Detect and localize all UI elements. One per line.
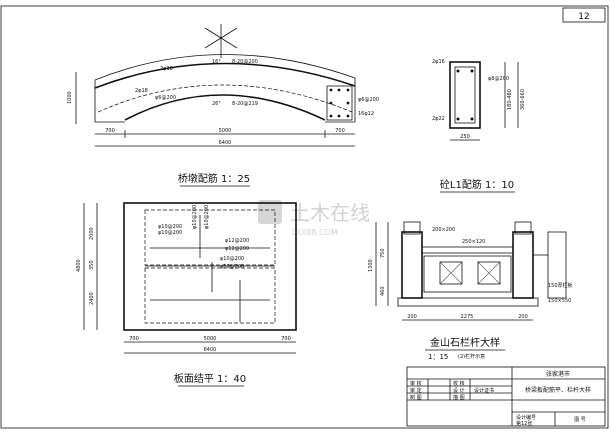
tb-row1-c: 设 计 — [453, 387, 465, 394]
arch-bottom-curve — [124, 94, 326, 121]
rail-tag-cap: 150厚栏板 — [548, 282, 573, 289]
arch-top-edge — [94, 54, 356, 81]
tb-project: 桥梁板配筋平、栏杆大样 — [525, 386, 591, 394]
slab-tag-4: φ10@200 — [192, 205, 198, 229]
rail-dim-h2: 460 — [380, 286, 386, 296]
slab-tag-7: φ10@200 — [220, 264, 244, 270]
title-block-frame — [406, 366, 606, 427]
arch-drawing: 16° 8-20@200 26° 8-20@219 2φ18 2φ18 φ6@2… — [67, 24, 379, 187]
left-pier — [94, 80, 125, 123]
rail-scale: 1：15 — [428, 353, 448, 361]
watermark-text: 土木在线 — [290, 201, 370, 225]
rail-dim-h1: 750 — [380, 248, 386, 258]
rail-dim-h: 1300 — [368, 259, 374, 272]
rail-note: (2)栏杆示意 — [458, 353, 485, 360]
beam-section — [449, 61, 481, 129]
rail-dim-w1: 200 — [407, 314, 417, 320]
beam-tag-side: φ8@200 — [488, 76, 509, 82]
arch-angle-bottom: 26° — [212, 101, 221, 107]
slab-zone-top — [144, 209, 276, 266]
arch-title: 桥墩配筋 1：25 — [178, 172, 250, 185]
slab-dim-mid: 350 — [89, 260, 95, 270]
arch-dim-height: 1000 — [67, 91, 73, 104]
slab-dim-bot: 2400 — [89, 292, 95, 305]
pier-section-box — [326, 85, 353, 121]
beam-drawing: 2φ16 φ8@200 2φ22 180-480 360-660 250 砼L1… — [432, 59, 526, 193]
arch-bar-bottom: 8-20@219 — [232, 101, 258, 107]
slab-tag-3: φ12@200 — [225, 246, 249, 252]
page-number-box — [562, 7, 606, 23]
beam-dim-h: 180-480 — [507, 89, 513, 110]
tb-sheet: 第12张 — [516, 420, 532, 427]
rail-top-beam — [421, 246, 514, 254]
tb-row2-c: 描 图 — [453, 394, 465, 401]
arch-dim-total: 6400 — [219, 140, 232, 146]
tb-stamp: 设计证书 — [474, 387, 494, 394]
rail-base — [397, 297, 539, 307]
arch-rebar-line — [97, 84, 353, 113]
page-number: 12 — [578, 12, 589, 22]
watermark-logo-icon — [258, 200, 282, 224]
sheet-border — [0, 5, 609, 429]
slab-dim-right: 700 — [281, 336, 291, 342]
tb-row2-a: 制 图 — [410, 394, 422, 401]
tb-company: 张家港市 — [546, 370, 570, 378]
arch-bar-top: 8-20@200 — [232, 59, 258, 65]
beam-tag-top: 2φ16 — [432, 59, 445, 65]
rail-panel — [423, 255, 512, 293]
right-pier — [325, 78, 356, 123]
rail-post-left — [401, 231, 423, 299]
tb-row0-c: 校 核 — [453, 380, 465, 387]
rail-post-right — [512, 231, 534, 299]
slab-drawing: φ10@200 φ10@200 φ12@200 φ12@200 φ10@200 … — [76, 202, 297, 387]
slab-tag-6: φ10@200 — [220, 256, 244, 262]
slab-dim-left: 700 — [129, 336, 139, 342]
pier-rebar-dots — [329, 88, 350, 118]
rail-tag-beam: 250×120 — [462, 239, 485, 245]
arch-tag-rb2: 16φ12 — [358, 111, 374, 117]
slab-outline — [123, 202, 297, 331]
tb-code: 设计编号 — [516, 414, 536, 421]
arch-top-curve — [94, 62, 356, 89]
title-block: 张家港市 桥梁板配筋平、栏杆大样 审 核 校 核 审 定 设 计 制 图 描 图… — [406, 366, 606, 427]
slab-tag-5: φ10@200 — [204, 205, 210, 229]
watermark: 土木在线 COI88.COM — [258, 200, 370, 237]
tb-drawing-no: 图 号 — [574, 417, 586, 423]
arch-dim-mid: 5000 — [219, 128, 232, 134]
rail-dim-w2: 2275 — [461, 314, 474, 320]
rail-title: 金山石栏杆大样 — [430, 336, 500, 349]
rail-tag-post: 200×200 — [432, 227, 455, 233]
slab-dim-top: 2000 — [89, 227, 95, 240]
arch-tag-top: 2φ18 — [160, 66, 173, 72]
arch-dim-right: 700 — [335, 128, 345, 134]
slab-zone-bottom — [144, 267, 276, 324]
beam-dim-w: 250 — [460, 134, 470, 140]
arch-angle-top: 16° — [212, 59, 221, 65]
arch-tag-low: φ6@200 — [155, 95, 176, 101]
slab-dim-total-h: 4800 — [76, 259, 82, 272]
arch-dim-left: 700 — [105, 128, 115, 134]
rail-dim-w3: 200 — [518, 314, 528, 320]
beam-dim-h2: 360-660 — [520, 89, 526, 110]
tb-row0-a: 审 核 — [410, 380, 422, 387]
beam-tag-bottom: 2φ22 — [432, 116, 445, 122]
slab-title: 板面结平 1：40 — [174, 372, 246, 385]
tb-row1-a: 审 定 — [410, 387, 422, 394]
arch-tag-mid: 2φ18 — [135, 88, 148, 94]
rail-panel-carving-left — [439, 261, 463, 285]
slab-dim-total-w: 6400 — [204, 347, 217, 353]
rail-drawing: 200×200 250×120 150厚栏板 150×550 1300 750 … — [368, 221, 573, 361]
slab-tag-1: φ10@200 — [158, 230, 182, 236]
slab-dim-mid-w: 5000 — [204, 336, 217, 342]
slab-tag-2: φ12@200 — [225, 238, 249, 244]
rail-tag-base: 150×550 — [548, 298, 571, 304]
beam-stirrup — [454, 66, 476, 124]
arch-tag-rb1: φ6@200 — [358, 97, 379, 103]
watermark-sub: COI88.COM — [292, 228, 338, 237]
rail-panel-carving-right — [477, 261, 501, 285]
slab-tag-0: φ10@200 — [158, 224, 182, 230]
beam-title: 砼L1配筋 1：10 — [440, 178, 514, 191]
